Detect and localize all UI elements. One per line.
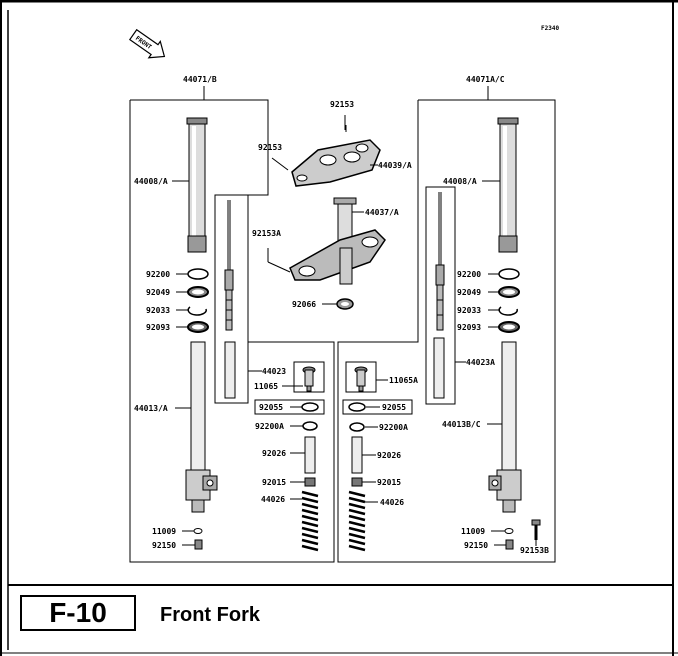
label-ring-r1: 92200: [457, 270, 481, 279]
right-spring: [348, 490, 366, 552]
label-ring-l1: 92200: [146, 270, 170, 279]
label-ring-l3: 92033: [146, 306, 170, 315]
label-outer-right: 44013B/C: [442, 420, 481, 429]
label-oring-right: 92055: [382, 403, 406, 412]
label-valve-left: 11065: [254, 382, 278, 391]
left-fork-tube: [186, 117, 208, 253]
label-gasket-r: 11009: [461, 527, 485, 536]
label-assy-right: 44071A/C: [466, 75, 505, 84]
label-gasket-l: 11009: [152, 527, 176, 536]
label-stem-bolt: 92153A: [252, 229, 281, 238]
right-fork-tube: [497, 117, 519, 253]
steering-stem: [289, 197, 386, 285]
label-outer-left: 44013/A: [134, 404, 168, 413]
label-valve-right: 11065A: [389, 376, 418, 385]
label-bolt-top-left: 92153: [258, 143, 282, 152]
left-outer-tube: [185, 341, 218, 513]
label-collar-r: 92200A: [379, 423, 408, 432]
right-valve: [354, 366, 368, 392]
right-outer-tube: [488, 341, 522, 513]
label-bolt-bot-r: 92150: [464, 541, 488, 550]
label-oring-left: 92055: [259, 403, 283, 412]
label-bolt-bot-l: 92150: [152, 541, 176, 550]
label-spacer-r: 92026: [377, 451, 401, 460]
left-valve: [302, 366, 316, 392]
label-inner-right: 44023A: [466, 358, 495, 367]
label-inner-left: 44023: [262, 367, 286, 376]
front-arrow-icon: FRONT: [128, 28, 166, 59]
label-stem-nut: 92066: [292, 300, 316, 309]
label-collar-l: 92200A: [255, 422, 284, 431]
label-ring-l2: 92049: [146, 288, 170, 297]
label-tube-right: 44008/A: [443, 177, 477, 186]
label-spring-r: 44026: [380, 498, 404, 507]
label-upper-bracket: 44039/A: [378, 161, 412, 170]
right-damper-rod: [435, 192, 445, 331]
label-ring-r2: 92049: [457, 288, 481, 297]
left-spring: [301, 490, 319, 554]
label-assy-left: 44071/B: [183, 75, 217, 84]
label-washer-l: 92015: [262, 478, 286, 487]
label-tube-left: 44008/A: [134, 177, 168, 186]
left-damper-rod: [224, 200, 234, 331]
label-washer-r: 92015: [377, 478, 401, 487]
page-code: F-10: [20, 595, 136, 631]
figure-id: F2340: [541, 25, 559, 32]
page-title: Front Fork: [160, 604, 260, 626]
label-ring-r3: 92033: [457, 306, 481, 315]
axle-bolt: [531, 519, 541, 540]
label-bolt-top: 92153: [330, 100, 354, 109]
label-axle-bolt: 92153B: [520, 546, 549, 555]
label-ring-l4: 92093: [146, 323, 170, 332]
right-assembly-box: [337, 99, 556, 563]
label-spring-l: 44026: [261, 495, 285, 504]
label-ring-r4: 92093: [457, 323, 481, 332]
label-spacer-l: 92026: [262, 449, 286, 458]
upper-bracket: [291, 139, 381, 187]
label-stem: 44037/A: [365, 208, 399, 217]
